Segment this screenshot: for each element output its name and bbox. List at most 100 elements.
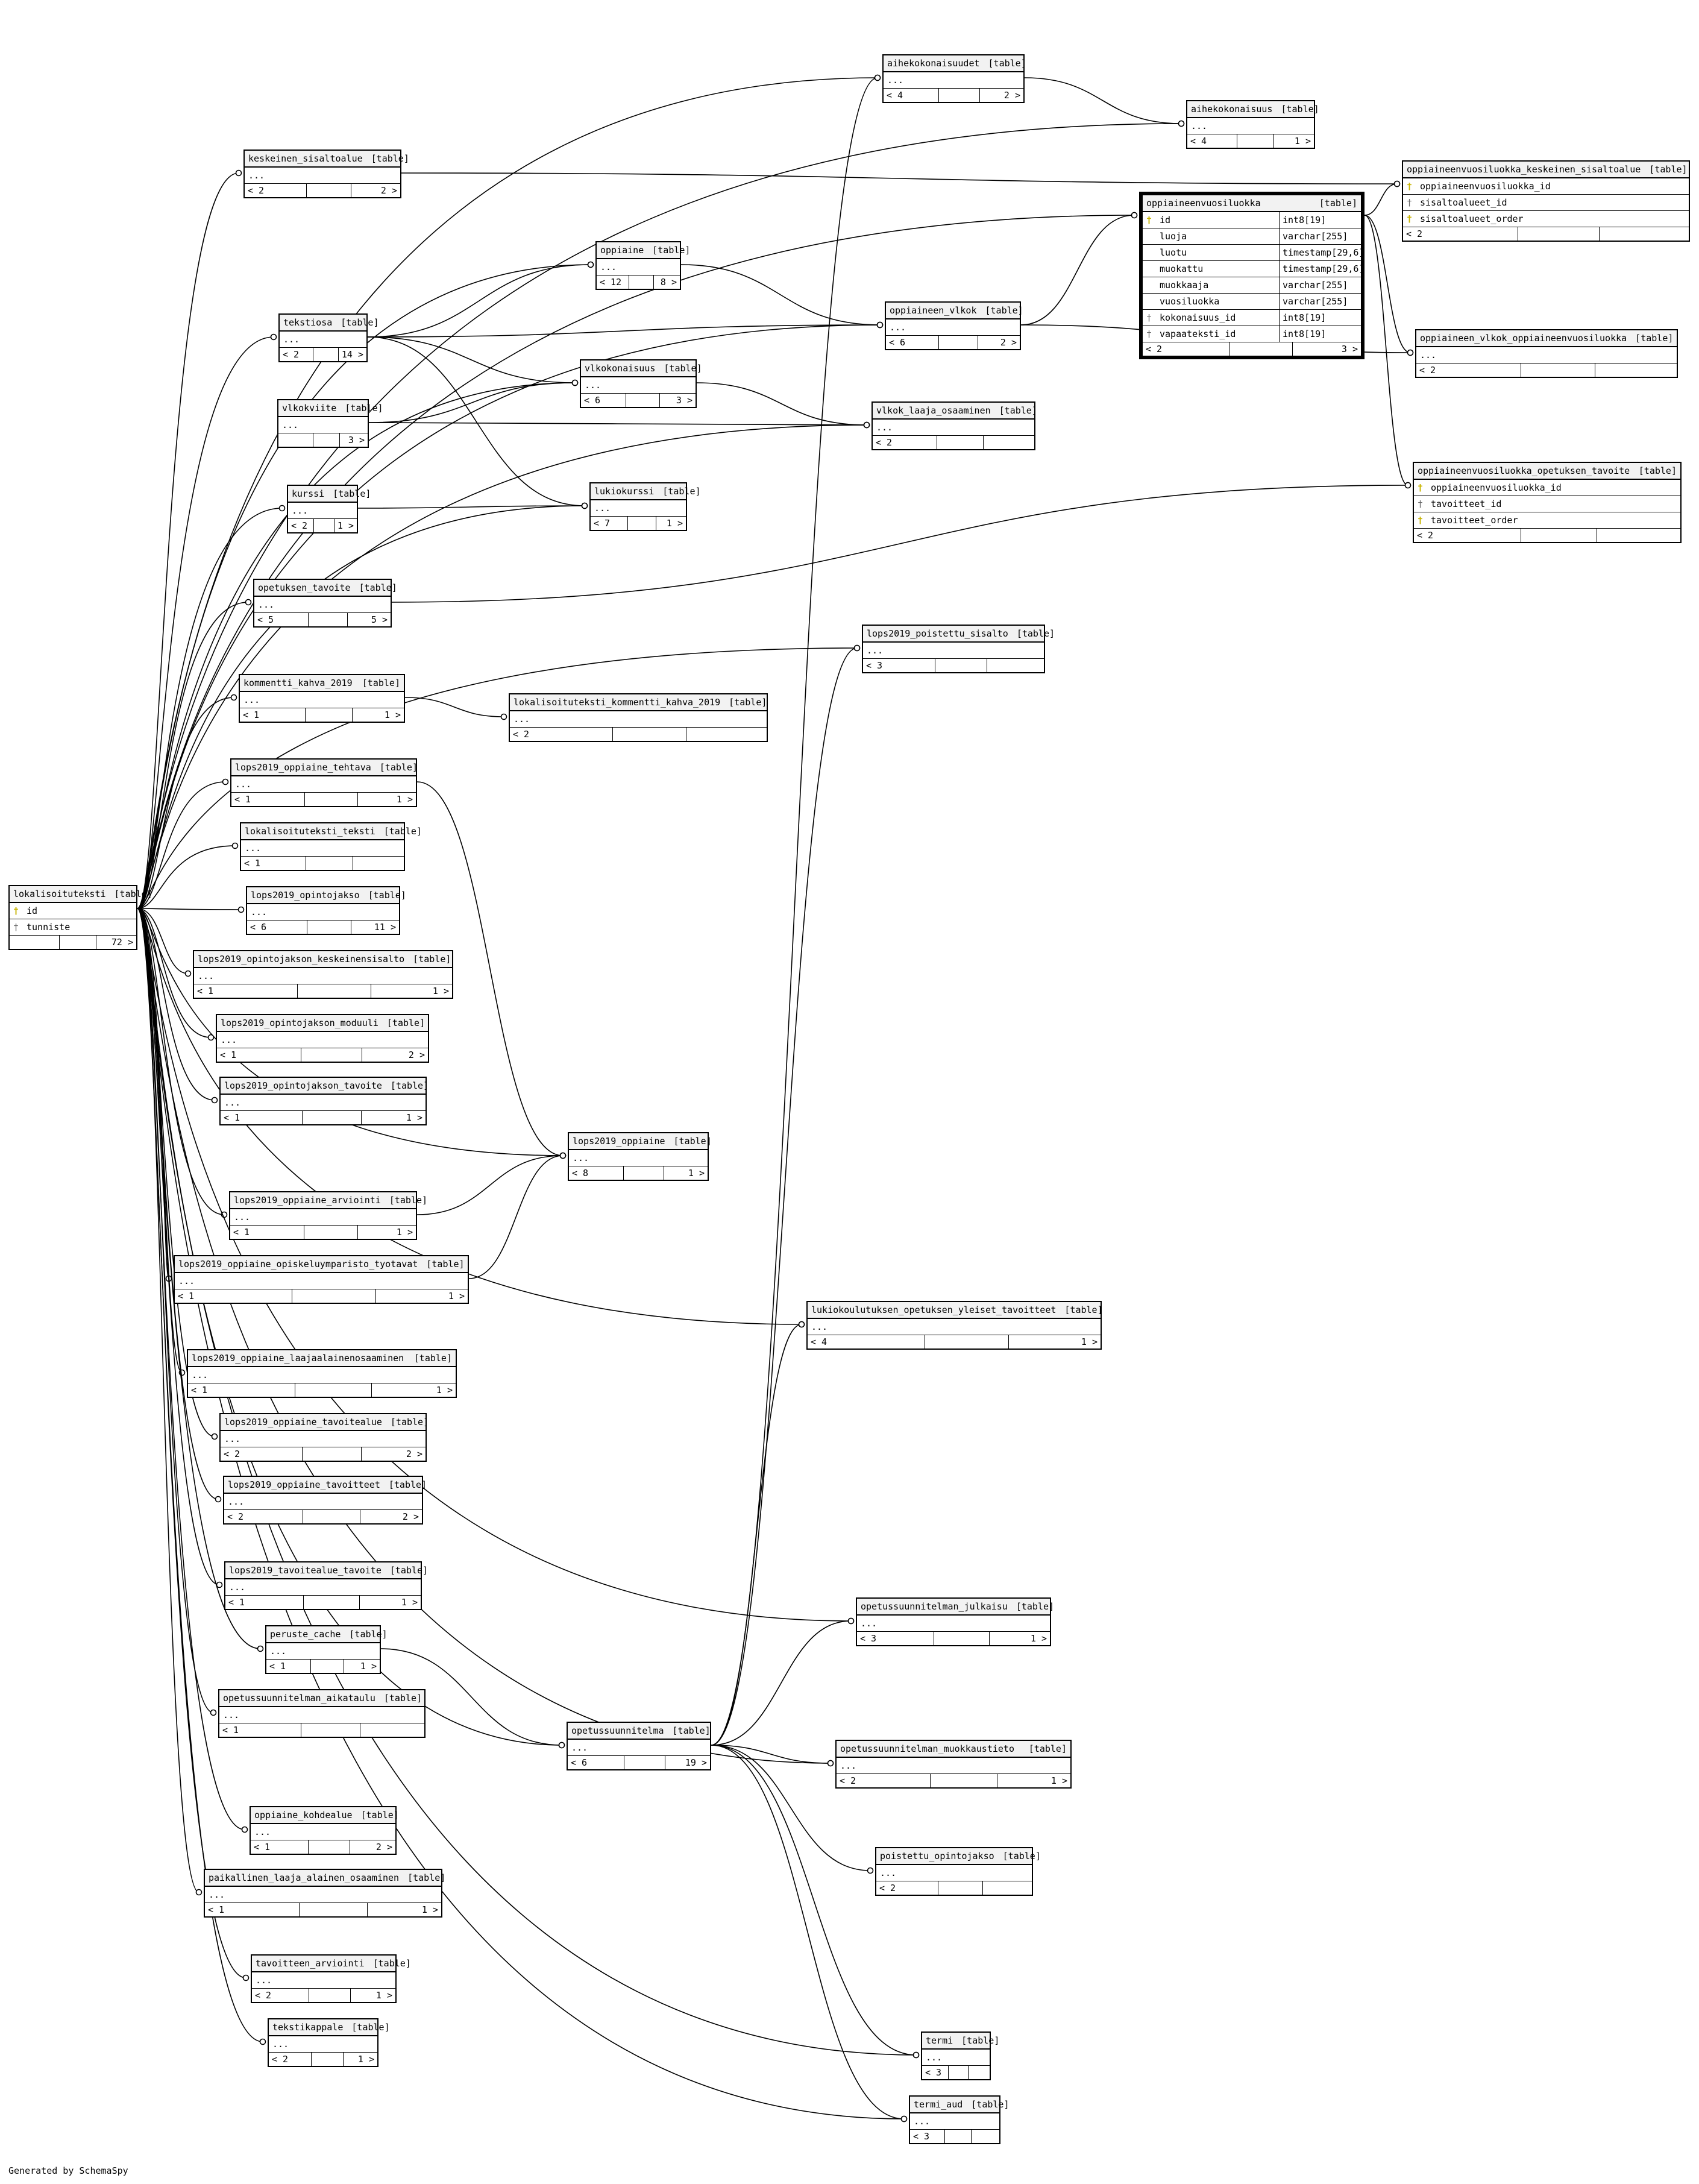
table-lops2019-opintojakson-tavoite[interactable]: lops2019_opintojakson_tavoite[table]...<…	[219, 1077, 429, 1125]
table-vlkok-laaja-osaaminen[interactable]: vlkok_laaja_osaaminen[table]...< 2	[871, 401, 1037, 450]
collapsed-columns-row[interactable]: ...	[837, 1758, 1070, 1774]
table-vlkokviite[interactable]: vlkokviite[table]...3 >	[277, 399, 383, 448]
collapsed-columns-row[interactable]: ...	[224, 1494, 422, 1510]
table-lops2019-tavoitealue-tavoite[interactable]: lops2019_tavoitealue_tavoite[table]...< …	[224, 1561, 428, 1610]
table-lops2019-oppiaine-laajaalainenosaaminen[interactable]: lops2019_oppiaine_laajaalainenosaaminen[…	[187, 1349, 457, 1398]
table-lukiokoulutuksen-opetuksen-yleiset-tavoitteet[interactable]: lukiokoulutuksen_opetuksen_yleiset_tavoi…	[806, 1301, 1103, 1350]
collapsed-columns-row[interactable]: ...	[225, 1579, 421, 1596]
collapsed-columns-row[interactable]: ...	[219, 1707, 424, 1723]
table-lops2019-oppiaine-arviointi[interactable]: lops2019_oppiaine_arviointi[table]...< 1…	[229, 1191, 427, 1240]
table-lops2019-oppiaine-tavoitteet[interactable]: lops2019_oppiaine_tavoitteet[table]...< …	[223, 1476, 427, 1525]
column-row[interactable]: †sisaltoalueet_id	[1403, 195, 1689, 211]
table-lops2019-oppiaine-tavoitealue[interactable]: lops2019_oppiaine_tavoitealue[table]...<…	[219, 1413, 429, 1462]
collapsed-columns-row[interactable]: ...	[194, 968, 452, 984]
collapsed-columns-row[interactable]: ...	[252, 1972, 395, 1989]
column-row[interactable]: †id	[10, 903, 136, 919]
collapsed-columns-row[interactable]: ...	[808, 1319, 1101, 1335]
collapsed-columns-row[interactable]: ...	[569, 1150, 708, 1166]
collapsed-columns-row[interactable]: ...	[910, 2113, 999, 2130]
collapsed-columns-row[interactable]: ...	[863, 643, 1044, 659]
collapsed-columns-row[interactable]: ...	[231, 776, 416, 793]
table-termi[interactable]: termi[table]...< 3	[921, 2031, 999, 2080]
collapsed-columns-row[interactable]: ...	[581, 377, 696, 394]
collapsed-columns-row[interactable]: ...	[922, 2050, 990, 2066]
column-row[interactable]: †oppiaineenvuosiluokka_id	[1403, 178, 1689, 195]
collapsed-columns-row[interactable]: ...	[288, 503, 357, 519]
collapsed-columns-row[interactable]: ...	[217, 1032, 428, 1048]
collapsed-columns-row[interactable]: ...	[188, 1367, 456, 1383]
collapsed-columns-row[interactable]: ...	[221, 1095, 426, 1111]
collapsed-columns-row[interactable]: ...	[254, 597, 391, 613]
column-row[interactable]: †sisaltoalueet_order	[1403, 211, 1689, 227]
collapsed-columns-row[interactable]: ...	[597, 259, 680, 275]
table-termi-aud[interactable]: termi_aud[table]...< 3	[909, 2095, 1010, 2144]
collapsed-columns-row[interactable]: ...	[1187, 118, 1314, 134]
collapsed-columns-row[interactable]: ...	[175, 1273, 468, 1289]
collapsed-columns-row[interactable]: ...	[221, 1431, 426, 1447]
collapsed-columns-row[interactable]: ...	[876, 1865, 1032, 1881]
collapsed-columns-row[interactable]: ...	[857, 1616, 1050, 1632]
table-paikallinen-laaja-alainen-osaaminen[interactable]: paikallinen_laaja_alainen_osaaminen[tabl…	[204, 1869, 445, 1918]
table-oppiaineen-vlkok-oppiaineenvuosiluokka[interactable]: oppiaineen_vlkok_oppiaineenvuosiluokka[t…	[1415, 329, 1678, 378]
collapsed-columns-row[interactable]: ...	[230, 1209, 416, 1226]
table-oppiaineenvuosiluokka-keskeinen-sisaltoalue[interactable]: oppiaineenvuosiluokka_keskeinen_sisaltoa…	[1402, 160, 1690, 242]
collapsed-columns-row[interactable]: ...	[241, 840, 404, 857]
collapsed-columns-row[interactable]: ...	[266, 1643, 380, 1660]
table-lops2019-opintojakson-keskeinensisalto[interactable]: lops2019_opintojakson_keskeinensisalto[t…	[193, 950, 453, 999]
table-lops2019-poistettu-sisalto[interactable]: lops2019_poistettu_sisalto[table]...< 3	[862, 625, 1055, 673]
collapsed-columns-row[interactable]: ...	[247, 904, 399, 920]
collapsed-columns-row[interactable]: ...	[269, 2036, 377, 2053]
table-opetussuunnitelman-aikataulu[interactable]: opetussuunnitelman_aikataulu[table]...< …	[218, 1689, 426, 1738]
table-opetussuunnitelman-muokkaustieto[interactable]: opetussuunnitelman_muokkaustieto[table].…	[835, 1740, 1072, 1789]
table-lops2019-opintojakson-moduuli[interactable]: lops2019_opintojakson_moduuli[table]...<…	[216, 1014, 429, 1063]
collapsed-columns-row[interactable]: ...	[245, 168, 400, 184]
table-lops2019-oppiaine-opiskeluymparisto-tyotavat[interactable]: lops2019_oppiaine_opiskeluymparisto_tyot…	[174, 1255, 469, 1304]
collapsed-columns-row[interactable]: ...	[1416, 347, 1677, 363]
table-lokalisoituteksti-teksti[interactable]: lokalisoituteksti_teksti[table]...< 1	[240, 822, 422, 871]
collapsed-columns-row[interactable]: ...	[591, 500, 686, 517]
collapsed-columns-row[interactable]: ...	[205, 1887, 441, 1903]
collapsed-columns-row[interactable]: ...	[251, 1824, 395, 1840]
table-oppiaineenvuosiluokka-opetuksen-tavoite[interactable]: oppiaineenvuosiluokka_opetuksen_tavoite[…	[1413, 462, 1682, 543]
table-opetussuunnitelman-julkaisu[interactable]: opetussuunnitelman_julkaisu[table]...< 3…	[856, 1597, 1054, 1646]
collapsed-columns-row[interactable]: ...	[278, 417, 368, 433]
table-lokalisoituteksti-kommentti-kahva-2019[interactable]: lokalisoituteksti_kommentti_kahva_2019[t…	[509, 693, 768, 742]
column-row[interactable]: †tavoitteet_id	[1414, 496, 1680, 512]
collapsed-columns-row[interactable]: ...	[873, 420, 1034, 436]
column-row[interactable]: †tavoitteet_order	[1414, 512, 1680, 529]
column-row[interactable]: †oppiaineenvuosiluokka_id	[1414, 480, 1680, 496]
table-poistettu-opintojakso[interactable]: poistettu_opintojakso[table]...< 2	[875, 1847, 1041, 1896]
collapsed-columns-row[interactable]: ...	[510, 711, 767, 728]
collapsed-columns-row[interactable]: ...	[568, 1740, 710, 1756]
column-row[interactable]: †tunniste	[10, 919, 136, 936]
collapsed-columns-row[interactable]: ...	[884, 72, 1023, 89]
